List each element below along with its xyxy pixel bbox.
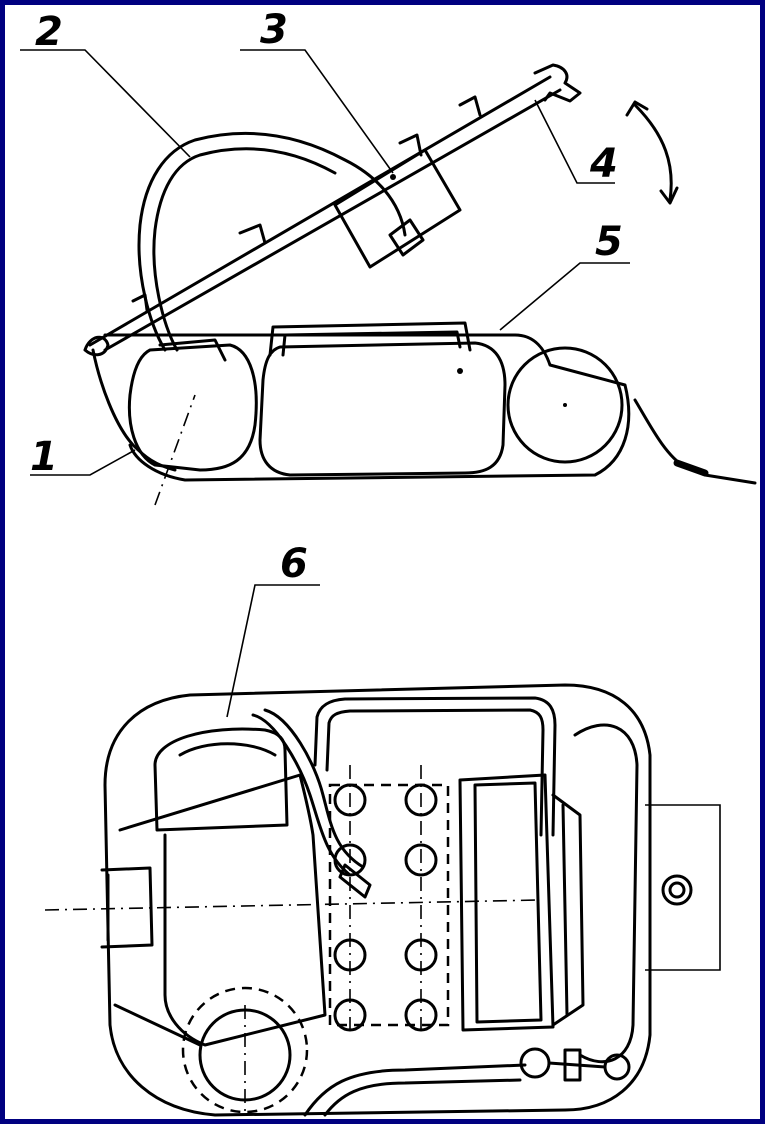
leader-6 xyxy=(226,584,320,718)
handle-clip-3 xyxy=(238,223,267,245)
knob-shaft xyxy=(547,1061,607,1069)
label-6: 6 xyxy=(280,541,308,587)
deck-panel-edge xyxy=(113,1003,202,1047)
axis-side xyxy=(154,394,196,506)
motor-cylinder xyxy=(153,727,289,832)
right-wheel xyxy=(573,723,639,1064)
handle-bar-2 xyxy=(103,88,562,352)
rear-plate xyxy=(645,804,721,971)
ground-line-thick xyxy=(673,459,709,477)
engine-box xyxy=(458,773,555,1032)
label-1: 1 xyxy=(30,434,58,480)
power-cable-inner xyxy=(152,147,337,352)
handle-clip xyxy=(458,95,482,117)
switch-box-detail xyxy=(388,218,425,257)
arrow-head-bottom xyxy=(659,186,679,205)
label-5: 5 xyxy=(595,219,623,265)
switch-box xyxy=(333,148,462,269)
power-cable xyxy=(137,131,407,352)
leader-4 xyxy=(534,99,615,184)
collector-handle-inner xyxy=(281,330,462,357)
bolt xyxy=(404,843,438,877)
collector-loop xyxy=(313,696,557,837)
leader-2 xyxy=(20,49,191,158)
arrow-head-top xyxy=(625,100,649,117)
collector-handle xyxy=(268,321,472,357)
knob-nut xyxy=(563,1048,582,1082)
deck-outline xyxy=(103,333,631,482)
diagram-frame: 1 2 3 4 5 xyxy=(5,5,760,1119)
handle-bar xyxy=(88,75,552,347)
bolt xyxy=(333,843,367,877)
handle-clip-2 xyxy=(398,133,423,157)
cable-top xyxy=(251,713,352,877)
leader-1 xyxy=(30,449,136,476)
lower-bar-2 xyxy=(323,1078,522,1117)
deck-side-bump xyxy=(100,866,154,949)
engine-box-inner xyxy=(473,781,543,1024)
top-view: 6 xyxy=(44,541,721,1117)
motor-housing xyxy=(127,343,258,472)
deck-panel xyxy=(118,773,327,1047)
collector-dot xyxy=(457,368,463,374)
knob-left xyxy=(519,1047,551,1079)
rear-wheel-hub xyxy=(563,403,567,407)
label-4: 4 xyxy=(589,141,618,187)
motion-arc xyxy=(633,103,673,202)
handle-grip xyxy=(533,63,582,103)
lower-bar xyxy=(303,1063,527,1117)
grass-collector xyxy=(258,341,507,477)
handle-pivot xyxy=(83,335,110,357)
motor-cylinder-top xyxy=(178,742,277,757)
centerline-horizontal xyxy=(44,899,541,911)
rear-wheel xyxy=(506,346,624,464)
leader-5 xyxy=(499,262,630,331)
deck-top-outline xyxy=(103,683,652,1117)
rear-plate-knob-inner xyxy=(668,881,686,899)
label-3: 3 xyxy=(260,7,288,53)
technical-drawing: 1 2 3 4 5 xyxy=(20,7,757,1117)
cable-plug xyxy=(338,863,372,899)
label-2: 2 xyxy=(35,9,63,55)
rear-plate-knob xyxy=(661,874,693,906)
switch-dot xyxy=(390,174,396,180)
leader-3 xyxy=(240,49,394,174)
motor-top xyxy=(158,338,227,362)
bolt-pattern xyxy=(328,783,450,1027)
collector-loop-inner xyxy=(325,708,545,837)
side-view: 1 2 3 4 5 xyxy=(20,7,757,506)
left-edge xyxy=(91,348,177,472)
front-wheel xyxy=(181,986,309,1114)
engine-fins-2 xyxy=(561,803,569,1017)
